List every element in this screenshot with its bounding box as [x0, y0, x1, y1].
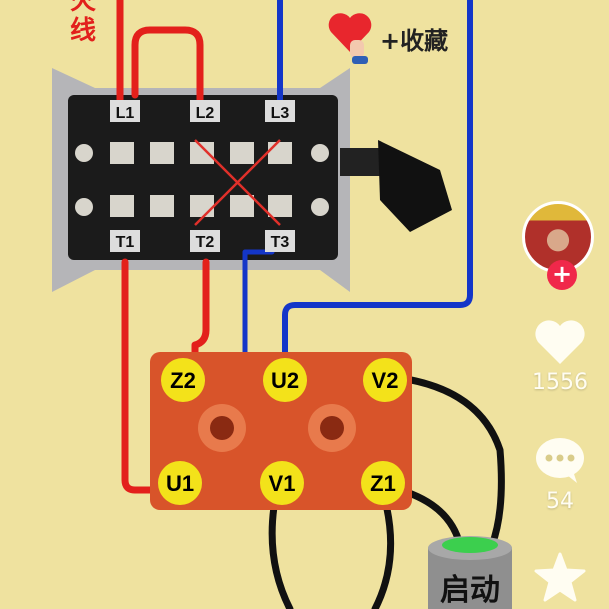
live-wire-label: 火线	[70, 0, 97, 46]
terminal-u2: U2	[271, 368, 299, 393]
label-t3: T3	[271, 234, 290, 251]
creator-avatar[interactable]: +	[522, 201, 594, 290]
jumper-wire	[131, 26, 204, 104]
collect-prompt[interactable]: +收藏	[326, 8, 448, 68]
comment-button[interactable]: 54	[520, 435, 600, 514]
comment-count: 54	[546, 489, 574, 514]
label-t2: T2	[196, 234, 215, 251]
switch-labels: L1 L2 L3 T1 T2 T3	[110, 100, 295, 252]
heart-icon	[535, 320, 585, 364]
start-button-label: 启动	[440, 573, 500, 608]
terminal-screws	[75, 142, 329, 217]
label-t1: T1	[116, 234, 135, 251]
label-l1: L1	[116, 105, 135, 122]
terminal-v1: V1	[269, 471, 296, 496]
like-button[interactable]: 1556	[520, 318, 600, 395]
motor-terminals: Z2 U2 V2 U1 V1 Z1	[158, 358, 407, 505]
red-wire-t1-u1	[121, 258, 164, 494]
collect-text: +收藏	[380, 26, 449, 55]
motor-bolts	[198, 404, 356, 452]
terminal-u1: U1	[166, 471, 194, 496]
like-count: 1556	[532, 370, 588, 395]
terminal-z1: Z1	[370, 471, 396, 496]
follow-plus-icon[interactable]: +	[547, 260, 577, 290]
label-l2: L2	[196, 105, 215, 122]
label-l3: L3	[271, 105, 290, 122]
terminal-v2: V2	[372, 368, 399, 393]
black-wire-v2	[396, 374, 505, 549]
red-wire-t2-z2	[191, 258, 210, 366]
terminal-block	[68, 95, 338, 260]
rotary-knob[interactable]	[340, 140, 452, 232]
star-icon	[534, 552, 586, 602]
comment-icon	[536, 438, 584, 483]
cross-lines	[194, 139, 281, 226]
motor-terminal-box	[150, 352, 412, 510]
start-button[interactable]: 启动	[428, 536, 512, 609]
favorite-button[interactable]	[520, 552, 600, 606]
terminal-z2: Z2	[170, 368, 196, 393]
blue-wire-u2	[282, 0, 473, 368]
heart-hand-icon	[328, 13, 372, 64]
black-wire-v1-z1	[268, 496, 395, 609]
